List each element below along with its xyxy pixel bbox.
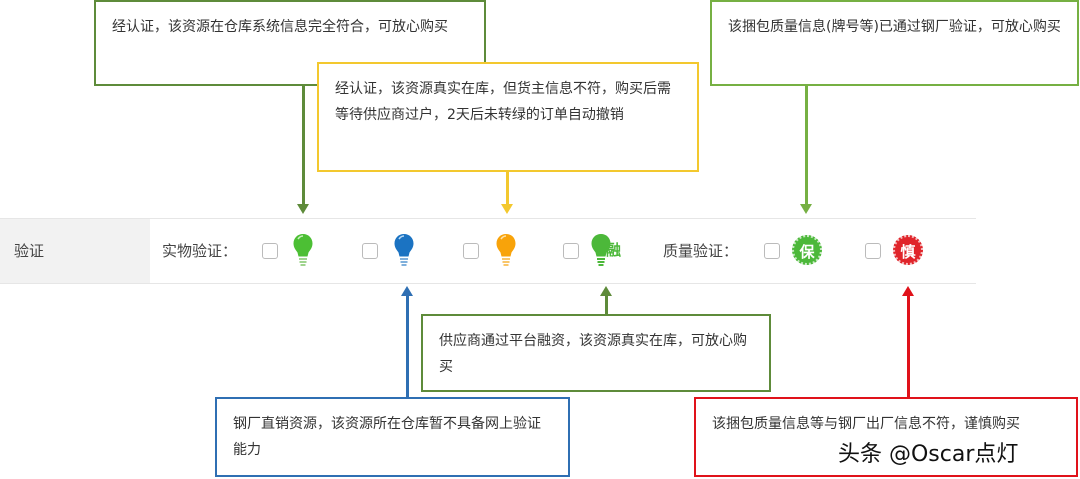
connector-green-bulb [302,86,305,206]
arrow-down-icon [297,204,309,214]
callout-text: 该捆包质量信息(牌号等)已通过钢厂验证，可放心购买 [728,19,1061,35]
lightbulb-blue-icon [394,234,414,266]
connector-finance-bulb [605,295,608,314]
lightbulb-green-icon [293,234,313,266]
callout-finance-bulb: 供应商通过平台融资，该资源真实在库，可放心购买 [421,314,771,392]
callout-orange-bulb: 经认证，该资源真实在库，但货主信息不符，购买后需等待供应商过户，2天后未转绿的订… [317,62,699,172]
checkbox-blue-bulb[interactable] [362,243,378,259]
row-label: 验证 [0,219,150,283]
callout-bao-badge: 该捆包质量信息(牌号等)已通过钢厂验证，可放心购买 [710,0,1079,86]
caution-badge-icon: 慎 [893,235,923,265]
connector-blue-bulb [406,295,409,397]
quality-guaranteed-badge-icon: 保 [792,235,822,265]
checkbox-bao-badge[interactable] [764,243,780,259]
callout-blue-bulb: 钢厂直销资源，该资源所在仓库暂不具备网上验证能力 [215,397,570,477]
callout-green-bulb: 经认证，该资源在仓库系统信息完全符合，可放心购买 [94,0,486,86]
arrow-down-icon [800,204,812,214]
checkbox-green-bulb[interactable] [262,243,278,259]
arrow-up-icon [401,286,413,296]
checkbox-orange-bulb[interactable] [463,243,479,259]
connector-orange-bulb [506,172,509,206]
arrow-up-icon [902,286,914,296]
watermark: 头条 @Oscar点灯 [838,442,1019,467]
finance-badge-text: 融 [606,241,622,259]
arrow-up-icon [600,286,612,296]
callout-shen-badge: 该捆包质量信息等与钢厂出厂信息不符，谨慎购买 [694,397,1078,477]
connector-bao-badge [805,86,808,206]
arrow-down-icon [501,204,513,214]
verification-filter-row: 验证 实物验证： 融 质量验证： 保 慎 [0,218,976,284]
callout-text: 经认证，该资源真实在库，但货主信息不符，购买后需等待供应商过户，2天后未转绿的订… [335,81,671,123]
callout-text: 钢厂直销资源，该资源所在仓库暂不具备网上验证能力 [233,416,541,458]
quality-verification-label: 质量验证： [663,242,739,260]
connector-shen-badge [907,295,910,397]
callout-text: 该捆包质量信息等与钢厂出厂信息不符，谨慎购买 [712,416,1020,432]
checkbox-shen-badge[interactable] [865,243,881,259]
lightbulb-finance-icon [591,234,611,266]
physical-verification-label: 实物验证： [162,242,238,260]
checkbox-finance-bulb[interactable] [563,243,579,259]
callout-text: 供应商通过平台融资，该资源真实在库，可放心购买 [439,333,747,375]
lightbulb-orange-icon [496,234,516,266]
callout-text: 经认证，该资源在仓库系统信息完全符合，可放心购买 [112,19,448,35]
